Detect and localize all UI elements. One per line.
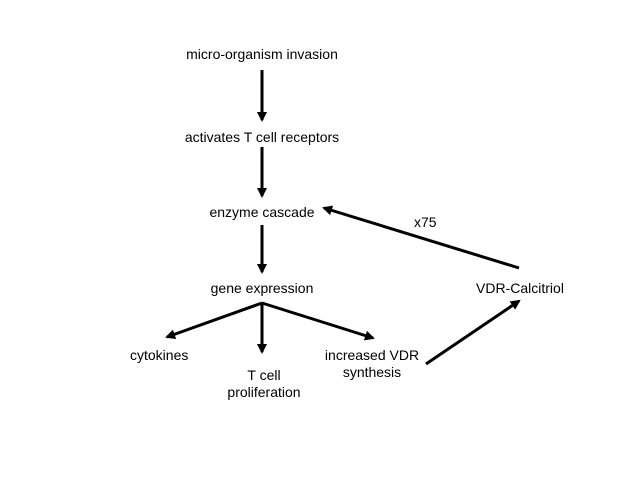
arrow-gene-expression-to-vdr-synthesis [261, 301, 375, 341]
node-t-cell-proliferation: T cell proliferation [219, 367, 309, 401]
node-micro-organism-invasion: micro-organism invasion [186, 46, 338, 62]
node-increased-vdr-synthesis-line1: increased VDR [324, 347, 420, 363]
edge-label-x75: x75 [414, 214, 437, 230]
arrow-vdr-synthesis-to-vdr-calcitriol [425, 299, 521, 366]
arrow-gene-expression-to-cytokines [165, 301, 263, 340]
node-gene-expression: gene expression [210, 280, 314, 296]
node-activates-t-cell-receptors: activates T cell receptors [184, 129, 340, 145]
node-increased-vdr-synthesis: increased VDR synthesis [318, 347, 426, 381]
arrow-vdr-calcitriol-to-cascade [322, 205, 520, 270]
node-t-cell-proliferation-line2: proliferation [227, 384, 301, 400]
node-t-cell-proliferation-line1: T cell [247, 367, 281, 383]
node-cytokines: cytokines [130, 347, 189, 363]
node-increased-vdr-synthesis-line2: synthesis [342, 364, 402, 380]
node-vdr-calcitriol: VDR-Calcitriol [476, 280, 564, 296]
node-enzyme-cascade: enzyme cascade [209, 204, 315, 220]
